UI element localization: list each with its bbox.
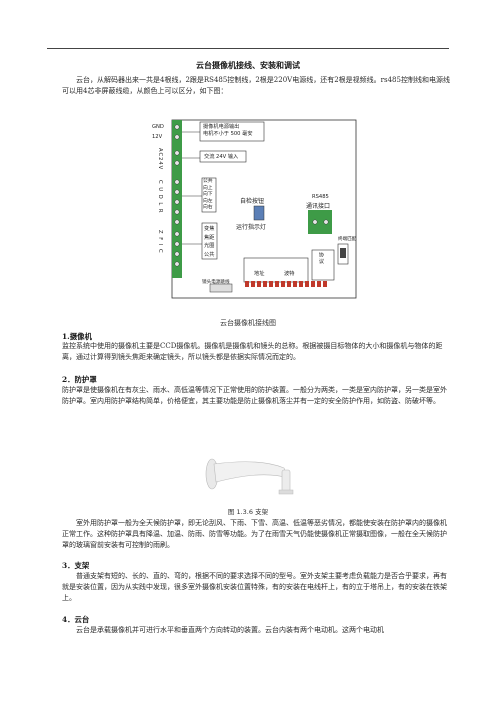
section-3-body: 普通支架有短的、长的、直的、弯的，根据不同的要求选择不同的型号。室外支架主要考虑… xyxy=(62,572,447,602)
direction-label: 公共 向上 向下 向左 向右 xyxy=(203,179,213,210)
address-label: 地址 xyxy=(254,271,265,277)
ac-input-label: 交流 24V 输入 xyxy=(204,154,239,160)
document-title: 云台摄像机接线、安装和调试 xyxy=(196,60,300,70)
terminal-match-label: 终端匹配 xyxy=(338,237,357,242)
intro-paragraph: 云台，从解码器出来一共是4根线，2跟是RS485控制线，2根是220V电源线，还… xyxy=(62,76,450,95)
section-1-heading: 1.摄像机 xyxy=(62,332,92,341)
section-4-heading: 4．云台 xyxy=(62,615,90,624)
label-gnd: GND xyxy=(152,124,164,130)
self-test-label: 自检按钮 xyxy=(240,198,265,205)
section-2-heading: 2．防护罩 xyxy=(62,375,97,384)
run-indicator-label: 运行指示灯 xyxy=(236,224,267,231)
rs485-label: RS485 xyxy=(312,194,329,200)
outdoor-housing-paragraph: 室外用防护罩一般为全天候防护罩，即无论刮风、下雨、下雪、高温、低温等恶劣情况，都… xyxy=(62,519,447,549)
bracket-image xyxy=(205,458,294,495)
label-ac24v: AC24V xyxy=(157,148,163,171)
comm-port-label: 通讯接口 xyxy=(306,203,331,210)
baud-label: 波特 xyxy=(284,271,295,277)
section-3-heading: 3．支架 xyxy=(62,561,90,570)
lens-power-jumper-label: 镜头电源跳线 xyxy=(202,280,230,285)
label-12v: 12V xyxy=(152,134,163,140)
diagram-caption: 云台摄像机接线图 xyxy=(220,319,276,327)
section-4-body: 云台是承载摄像机并可进行水平和垂直两个方向转动的装置。云台内装有两个电动机。这两… xyxy=(76,626,384,634)
section-2-body: 防护罩是使摄像机在有灰尘、雨水、高低温等情况下正常使用的防护装置。一般分为两类，… xyxy=(62,386,447,405)
figure-caption: 图 1.3.6 支架 xyxy=(227,508,269,516)
lens-control-label: 变焦 焦距 光圈 公共 xyxy=(204,226,215,258)
label-zfic: Z F I C xyxy=(157,230,163,254)
label-cudlr: C U D L R xyxy=(157,180,163,214)
protocol-label: 协议 xyxy=(318,252,324,265)
section-1-body: 监控系统中使用的摄像机主要是CCD摄像机。摄像机是摄像机和镜头的总称。根据被摄目… xyxy=(62,342,443,361)
top-rule xyxy=(47,48,449,49)
camera-power-output-label: 摄像机电源输出 电机不小于 500 毫安 xyxy=(203,124,253,137)
circuit-board xyxy=(171,119,357,299)
wiring-diagram: GND 12V AC24V C U D L R Z F I C 摄像机电源输出 … xyxy=(150,118,358,308)
